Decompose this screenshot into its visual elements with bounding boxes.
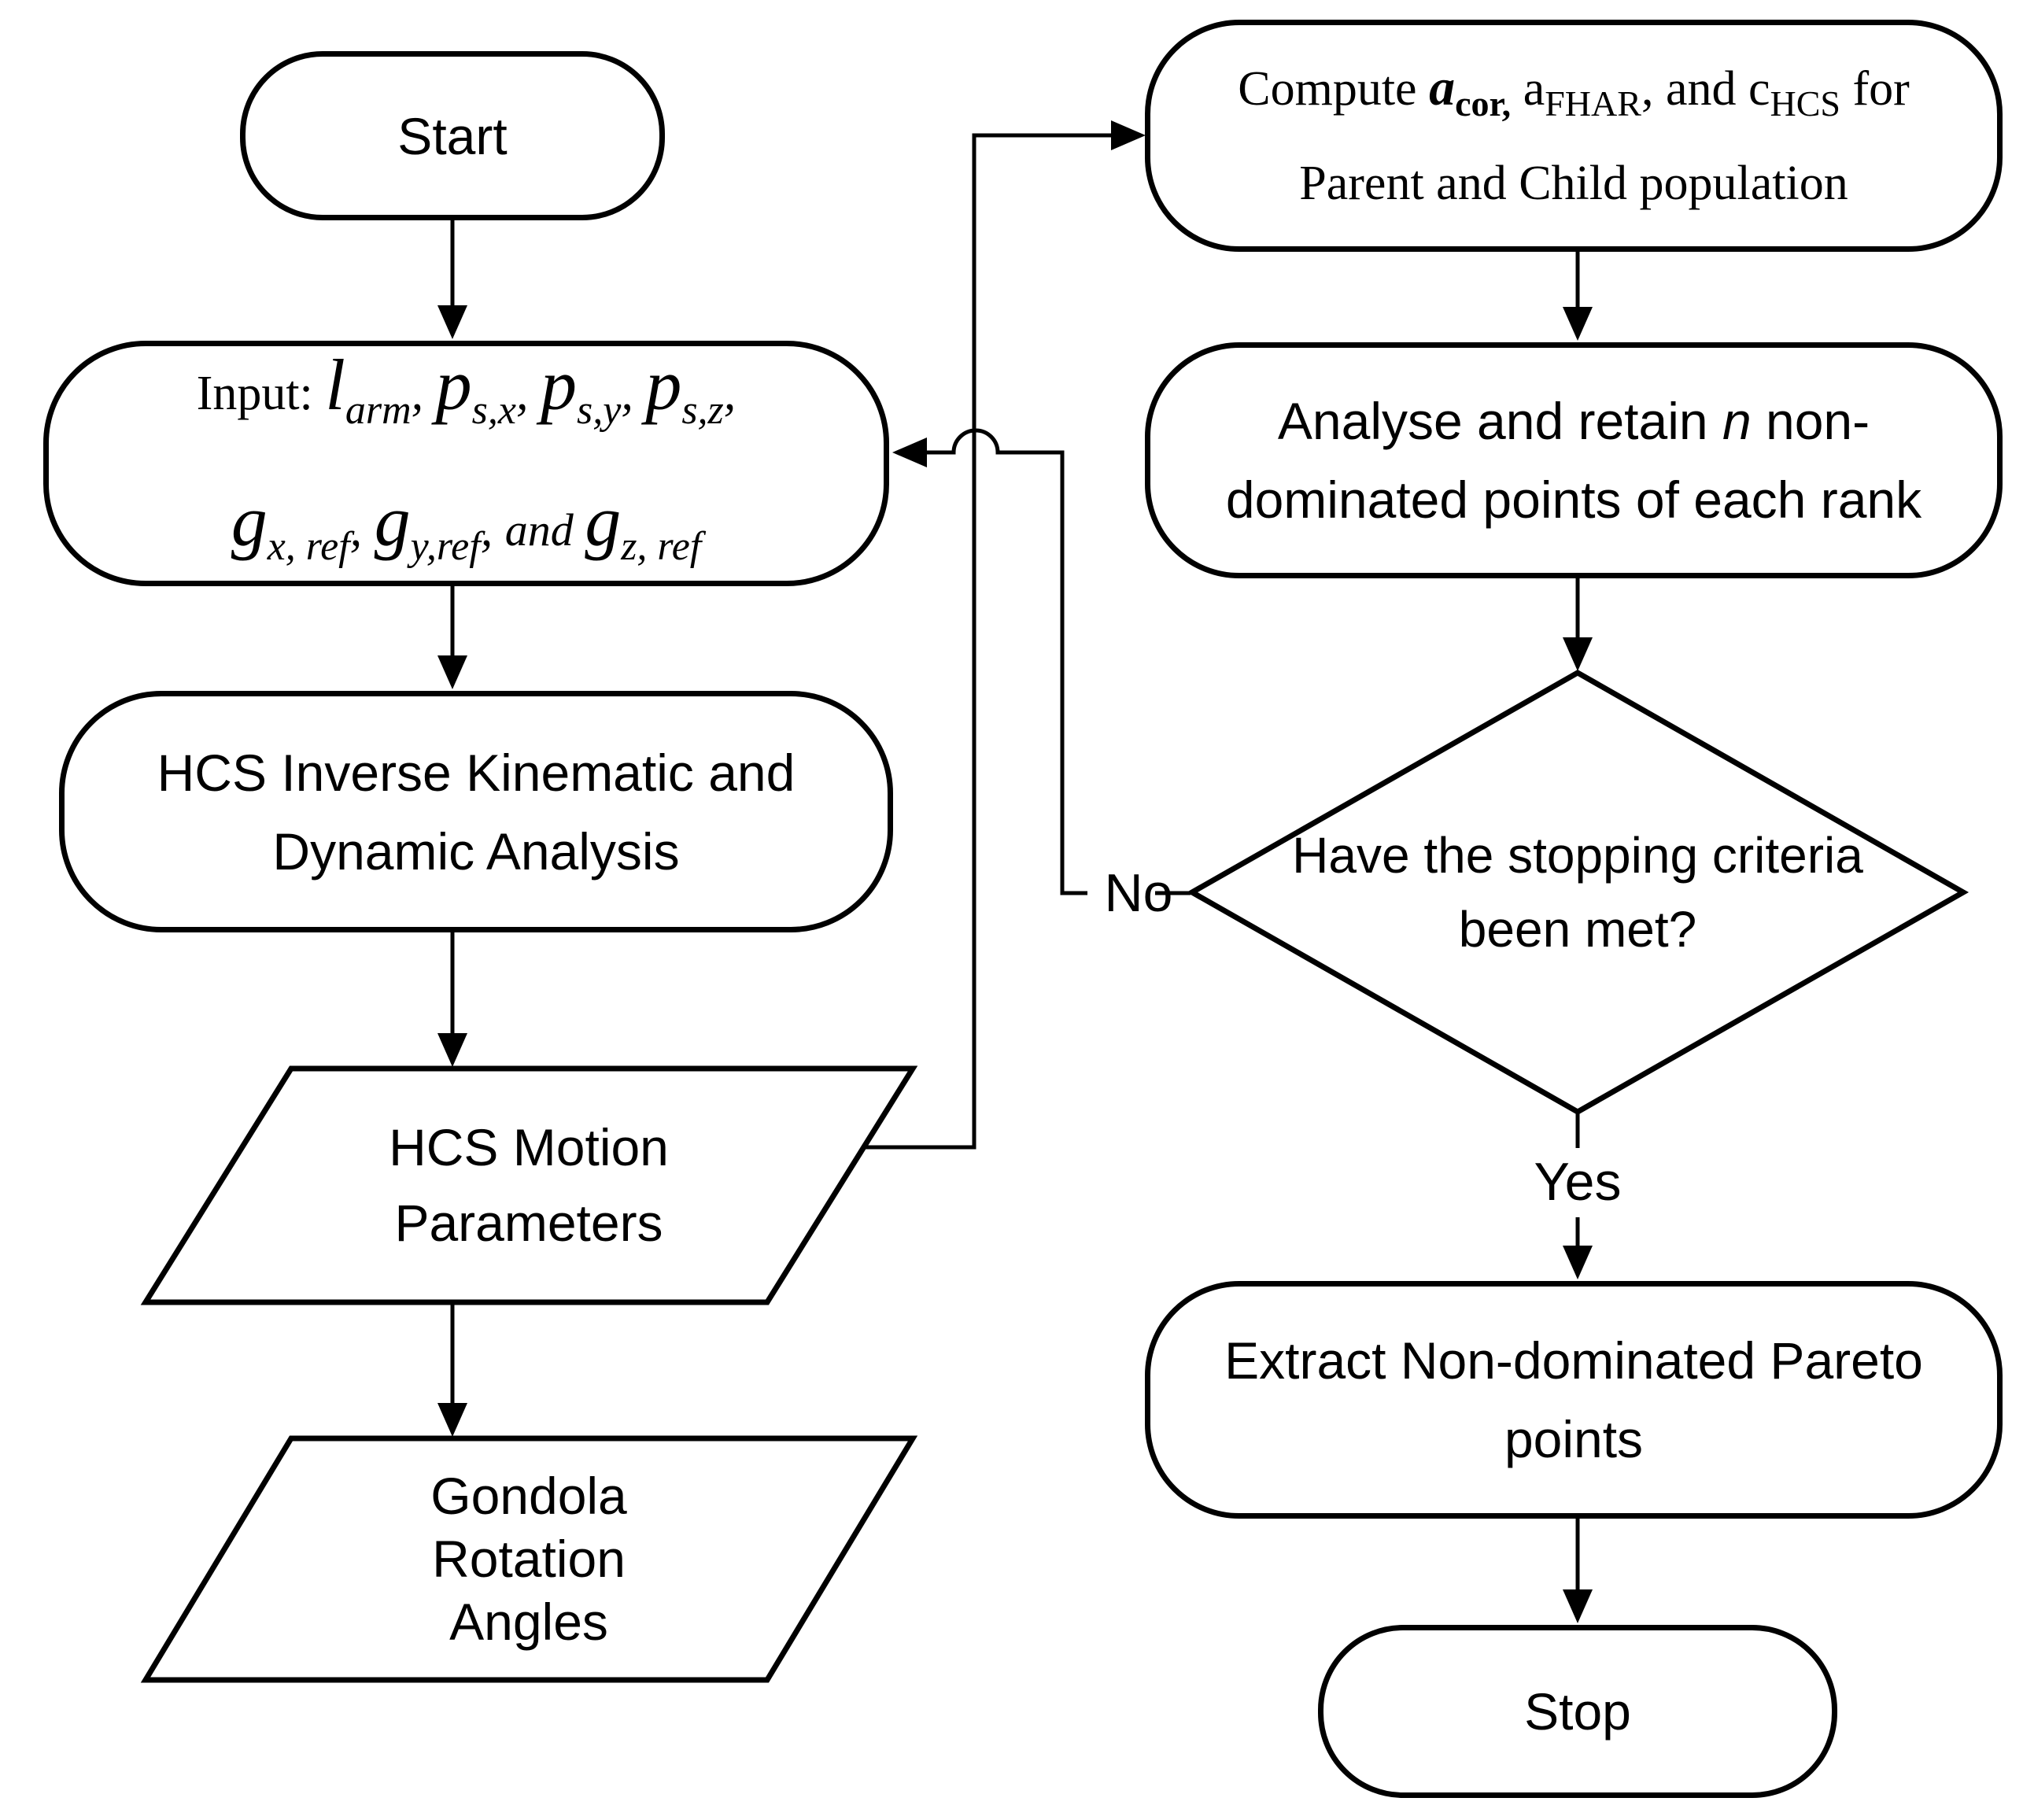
hcs-analysis-line2: Dynamic Analysis (272, 821, 680, 880)
node-hcs-analysis: HCS Inverse Kinematic and Dynamic Analys… (59, 691, 893, 932)
text-segment: Input: (196, 367, 326, 420)
text-segment: l (325, 345, 345, 425)
edge-label-yes: Yes (1534, 1152, 1622, 1212)
text-segment: x, ref (267, 523, 350, 569)
node-gondola-label: Gondola Rotation Angles (230, 1462, 828, 1656)
compute-line1: Compute acor, aFHAR, and cHCS for (1238, 47, 1910, 142)
node-compute: Compute acor, aFHAR, and cHCS for Parent… (1145, 20, 2003, 252)
arrowhead-analysis-to-motion (437, 1033, 467, 1067)
extract-line2: points (1504, 1410, 1644, 1468)
text-segment: n (1722, 392, 1752, 450)
text-segment: p (540, 345, 577, 425)
text-segment: y,ref (410, 523, 481, 569)
arrowhead-motion-to-compute (1111, 120, 1146, 150)
extract-line1: Extract Non-dominated Pareto (1224, 1331, 1923, 1390)
arrowhead-compute-to-analyse (1563, 307, 1593, 341)
text-segment: for (1840, 62, 1910, 116)
text-segment: p (645, 345, 682, 425)
text-segment: FHAR (1545, 83, 1641, 124)
hcs-motion-parallelogram (140, 1065, 918, 1305)
edge-label-no: No (1104, 863, 1173, 923)
gondola-line1: Gondola (430, 1467, 627, 1525)
hcs-motion-line2: Parameters (394, 1194, 663, 1252)
arrowhead-input-to-analysis (437, 655, 467, 689)
text-segment: s,y (576, 387, 622, 433)
node-hcs-motion-label: HCS Motion Parameters (230, 1106, 828, 1264)
text-segment: p (435, 345, 472, 425)
gondola-parallelogram (140, 1435, 918, 1683)
arrowhead-analyse-to-decision (1563, 637, 1593, 671)
node-decision-label: Have the stopping criteria been met? (1263, 817, 1892, 968)
text-segment: a (1429, 59, 1456, 116)
hcs-analysis-line1: HCS Inverse Kinematic and (157, 743, 796, 802)
text-segment: , (480, 503, 505, 556)
text-segment: non- (1751, 392, 1870, 450)
arrowhead-no-to-input (892, 437, 927, 467)
node-analyse: Analyse and retain n non- dominated poin… (1145, 342, 2003, 578)
text-segment: Compute (1238, 62, 1430, 116)
text-segment: Analyse and retain (1277, 392, 1722, 450)
arrow-motion-to-compute (862, 133, 1111, 1150)
decision-line1: Have the stopping criteria (1292, 827, 1863, 884)
text-segment: HCS (1770, 83, 1840, 124)
hcs-motion-line1: HCS Motion (389, 1118, 669, 1176)
text-segment: arm (345, 387, 412, 433)
arrowhead-motion-to-gondola (437, 1403, 467, 1437)
gondola-line3: Angles (449, 1593, 608, 1651)
decision-line2: been met? (1458, 901, 1697, 958)
text-segment: , (723, 367, 736, 420)
input-line1: Input: larm, ps,x, ps,y, ps,z, (197, 327, 736, 463)
start-label: Start (397, 106, 508, 165)
text-segment: , (411, 367, 436, 420)
node-start: Start (240, 51, 665, 220)
arrowhead-extract-to-stop (1563, 1589, 1593, 1623)
analyse-line2: dominated points of each rank (1225, 471, 1922, 529)
text-segment: g (585, 481, 622, 561)
text-segment: , and c (1641, 62, 1770, 116)
stop-label: Stop (1524, 1682, 1631, 1741)
text-segment: z, ref (621, 523, 702, 569)
text-segment: a (1511, 62, 1545, 116)
analyse-line1: Analyse and retain n non- (1278, 382, 1870, 460)
gondola-line2: Rotation (432, 1530, 626, 1588)
text-segment: cor, (1455, 83, 1512, 124)
text-segment: , (621, 367, 646, 420)
node-input: Input: larm, ps,x, ps,y, ps,z, gx, ref, … (43, 341, 889, 586)
input-line2: gx, ref, gy,ref, and gz, ref (231, 463, 702, 600)
text-segment: g (374, 481, 411, 561)
text-segment: and (504, 504, 585, 556)
text-segment: , (515, 367, 541, 420)
node-stop: Stop (1318, 1625, 1837, 1798)
text-segment: , (349, 503, 375, 556)
arrowhead-start-to-input (437, 305, 467, 339)
node-extract: Extract Non-dominated Pareto points (1145, 1281, 2003, 1519)
no-loop-line (925, 428, 1087, 895)
text-segment: g (231, 481, 268, 561)
text-segment: s,z (681, 387, 724, 433)
text-segment: s,x (471, 387, 516, 433)
compute-line2: Parent and Child population (1299, 157, 1848, 210)
arrowhead-yes-to-extract (1563, 1246, 1593, 1279)
